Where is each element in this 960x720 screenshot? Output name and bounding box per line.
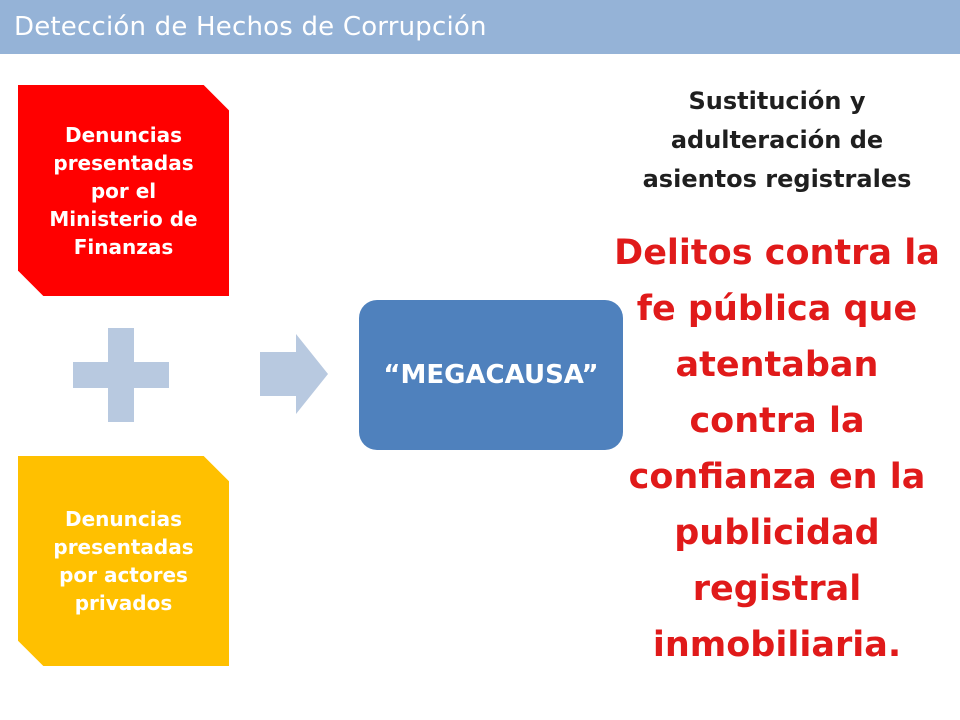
- right-arrow-icon: [260, 334, 328, 418]
- main-statement: Delitos contra la fe pública que atentab…: [614, 233, 940, 665]
- ministry-complaints-label: Denuncias presentadas por el Ministerio …: [49, 122, 198, 259]
- private-complaints-label: Denuncias presentadas por actores privad…: [53, 507, 194, 615]
- subtitle-text: Sustitución y adulteración de asientos r…: [642, 87, 912, 193]
- plus-icon: [73, 328, 169, 426]
- private-complaints-box: Denuncias presentadas por actores privad…: [18, 456, 229, 666]
- ministry-complaints-box: Denuncias presentadas por el Ministerio …: [18, 85, 229, 296]
- title-bar: Detección de Hechos de Corrupción: [0, 0, 960, 54]
- page-title: Detección de Hechos de Corrupción: [14, 12, 487, 42]
- megacausa-label: “MEGACAUSA”: [383, 360, 599, 390]
- megacausa-box: “MEGACAUSA”: [359, 300, 623, 450]
